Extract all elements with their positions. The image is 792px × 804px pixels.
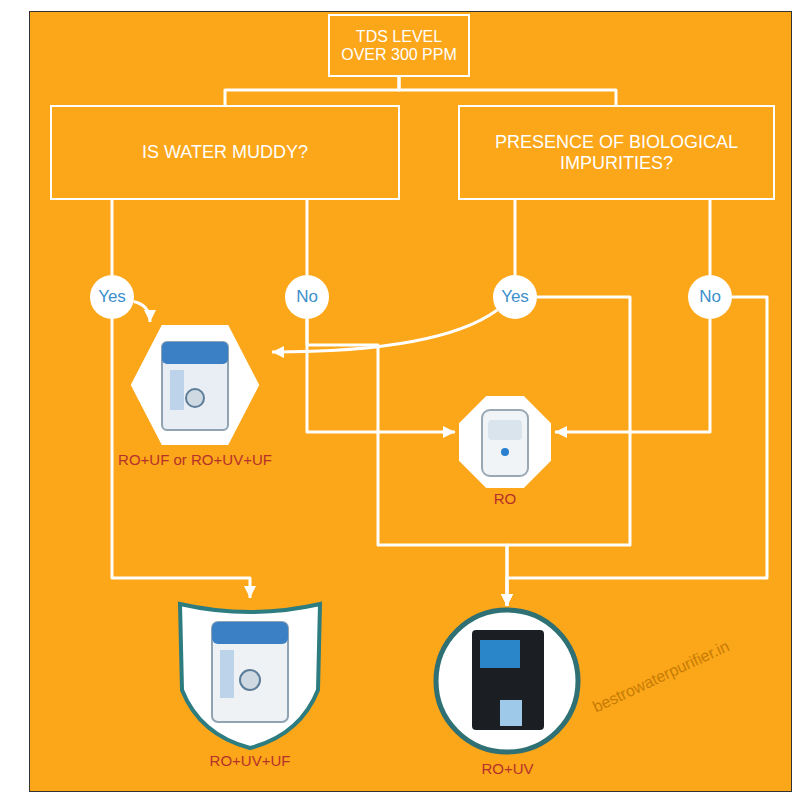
- purifier-top: [212, 622, 288, 644]
- purifier-dial: [240, 670, 260, 690]
- connector-line: [225, 77, 399, 105]
- purifier-body: [162, 342, 228, 430]
- purifier-panel: [488, 420, 522, 440]
- purifier-tank: [170, 370, 184, 410]
- flow-connector: [501, 297, 767, 606]
- flow-connector: [710, 200, 711, 275]
- purifier-top: [162, 342, 228, 364]
- answer-circle: Yes: [90, 275, 134, 319]
- answer-circle: Yes: [493, 275, 537, 319]
- picture-space: [430, 606, 585, 756]
- circle-frame: [436, 610, 578, 752]
- answer-circle: No: [688, 275, 732, 319]
- connector-line: [306, 200, 309, 275]
- box-text: PRESENCE OF BIOLOGICAL IMPURITIES?: [468, 132, 765, 174]
- connector-line: [514, 200, 517, 275]
- start-box: TDS LEVEL OVER 300 PPM: [328, 14, 470, 77]
- octagon-frame: [461, 398, 549, 486]
- question-box: PRESENCE OF BIOLOGICAL IMPURITIES?: [458, 105, 775, 200]
- arrow-head: [501, 594, 513, 606]
- product-label: RO+UV: [430, 760, 585, 777]
- water-glass: [500, 700, 522, 726]
- flow-connector: [307, 200, 308, 275]
- picture-space: [118, 322, 272, 447]
- answer-circle: No: [285, 275, 329, 319]
- connector-line: [555, 319, 710, 432]
- shield-frame: [180, 604, 320, 748]
- arrow-head: [555, 426, 567, 438]
- purifier-option: RO+UV: [430, 606, 585, 777]
- flow-connector: [555, 319, 710, 438]
- box-text: TDS LEVEL OVER 300 PPM: [338, 28, 460, 64]
- purifier-option: RO+UV+UF: [172, 598, 328, 769]
- flow-connector: [134, 302, 156, 322]
- connector-line: [399, 77, 616, 105]
- answer-text: Yes: [501, 287, 529, 307]
- purifier-screen: [480, 640, 520, 668]
- arrow-head: [144, 310, 156, 322]
- picture-space: [172, 598, 328, 748]
- flow-connector: [501, 297, 630, 606]
- answer-text: No: [699, 287, 721, 307]
- connector-line: [507, 297, 630, 606]
- flow-connector: [515, 200, 516, 275]
- flow-connector: [399, 77, 616, 105]
- answer-text: No: [296, 287, 318, 307]
- watermark: bestrowaterpurifier.in: [590, 637, 732, 716]
- arrow-head: [501, 594, 513, 606]
- purifier-tank: [220, 650, 234, 698]
- flow-connector: [307, 319, 513, 606]
- purifier-option: RO+UF or RO+UV+UF: [118, 322, 272, 468]
- connector-line: [111, 200, 114, 275]
- product-label: RO+UF or RO+UV+UF: [118, 451, 272, 468]
- purifier-body: [212, 622, 288, 722]
- purifier-body: [482, 410, 528, 476]
- arrow-head: [272, 346, 284, 358]
- purifier-body: [472, 630, 544, 730]
- connector-line: [507, 297, 767, 606]
- answer-text: Yes: [98, 287, 126, 307]
- arrow-head: [244, 586, 256, 598]
- box-text: IS WATER MUDDY?: [142, 142, 308, 163]
- connector-line: [709, 200, 712, 275]
- hexagon-frame: [133, 327, 257, 443]
- flow-connector: [225, 77, 399, 105]
- question-box: IS WATER MUDDY?: [50, 105, 400, 200]
- product-label: RO: [455, 490, 555, 507]
- connector-line: [307, 319, 507, 606]
- arrow-head: [501, 594, 513, 606]
- purifier-dial: [186, 389, 204, 407]
- arrow-head: [443, 426, 455, 438]
- picture-space: [455, 398, 555, 486]
- product-label: RO+UV+UF: [172, 752, 328, 769]
- purifier-option: RO: [455, 398, 555, 507]
- purifier-light: [501, 448, 509, 456]
- flow-connector: [112, 200, 113, 275]
